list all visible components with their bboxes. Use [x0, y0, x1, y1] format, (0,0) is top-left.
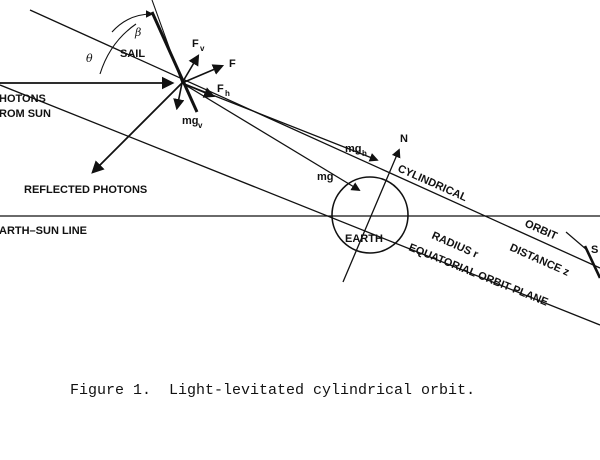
fh-label: F [217, 83, 224, 95]
earth-label: EARTH [345, 233, 383, 245]
force-mg-arrow [181, 82, 361, 191]
reflected-photons-label: REFLECTED PHOTONS [24, 184, 147, 196]
theta-reference-line [151, 0, 183, 84]
distance-z-arrow [565, 231, 588, 251]
reflected-photons-arrow [91, 82, 183, 174]
distance-label: DISTANCE z [508, 242, 572, 279]
mg-label: mg [317, 171, 334, 183]
force-mgh-arrow [181, 82, 379, 162]
force-fv-arrow [181, 54, 200, 84]
north-label: N [400, 133, 408, 145]
force-f-arrow [181, 64, 225, 84]
earth-axis [342, 148, 401, 283]
fh-subscript: h [225, 89, 230, 98]
force-mgv-arrow [173, 82, 185, 111]
equatorial-orbit-plane-line [0, 84, 600, 326]
beta-label: β [134, 26, 141, 39]
figure-caption: Figure 1. Light-levitated cylindrical or… [70, 382, 476, 399]
photons-from-sun-label-1: HOTONS [0, 93, 46, 105]
mgv-label: mg [182, 115, 199, 127]
theta-label: θ [86, 52, 93, 65]
edge-sail [583, 245, 600, 279]
mgh-label: mg [345, 143, 362, 155]
mgh-subscript: h [362, 149, 367, 158]
theta-arc [99, 23, 137, 75]
photons-from-sun-label-2: ROM SUN [0, 108, 51, 120]
beta-arc [111, 10, 154, 33]
orbit-label: ORBIT [523, 218, 559, 243]
cylindrical-orbit-line [29, 9, 600, 269]
earth [331, 176, 409, 254]
sail-label: SAIL [120, 48, 145, 60]
edge-s-label: S [591, 244, 598, 256]
fv-label: F [192, 38, 199, 50]
f-label: F [229, 58, 236, 70]
cylindrical-label: CYLINDRICAL [396, 163, 469, 204]
fv-subscript: v [200, 44, 205, 53]
earth-sun-line-label: ARTH–SUN LINE [0, 225, 87, 237]
mgv-subscript: v [198, 121, 203, 130]
